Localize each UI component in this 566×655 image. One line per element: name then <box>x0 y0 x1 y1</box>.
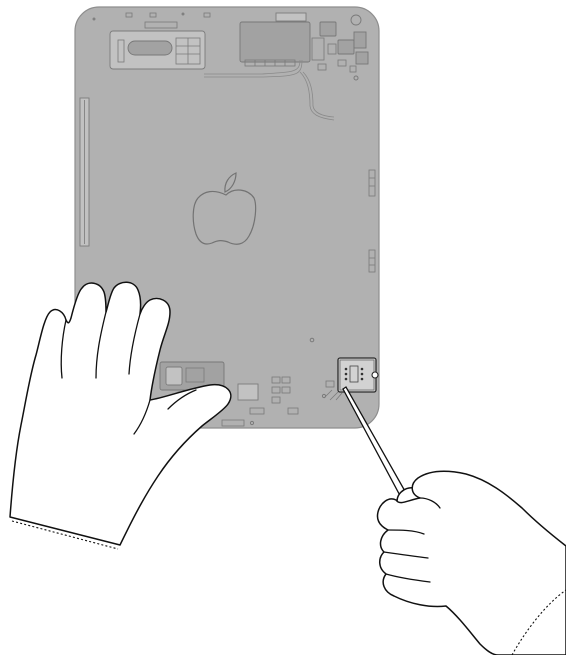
bottom-left-components <box>159 361 327 427</box>
left-flex-strip <box>79 97 90 247</box>
left-gloved-hand <box>9 281 232 550</box>
top-chip-cluster <box>239 12 369 81</box>
sim-eject-hole <box>371 371 379 379</box>
right-gloved-hand <box>376 470 566 655</box>
antenna-cable <box>204 59 335 121</box>
apple-logo <box>192 172 257 245</box>
right-edge-connectors <box>368 169 376 273</box>
top-connector-cluster <box>92 12 211 70</box>
sim-card-tray <box>323 357 379 401</box>
